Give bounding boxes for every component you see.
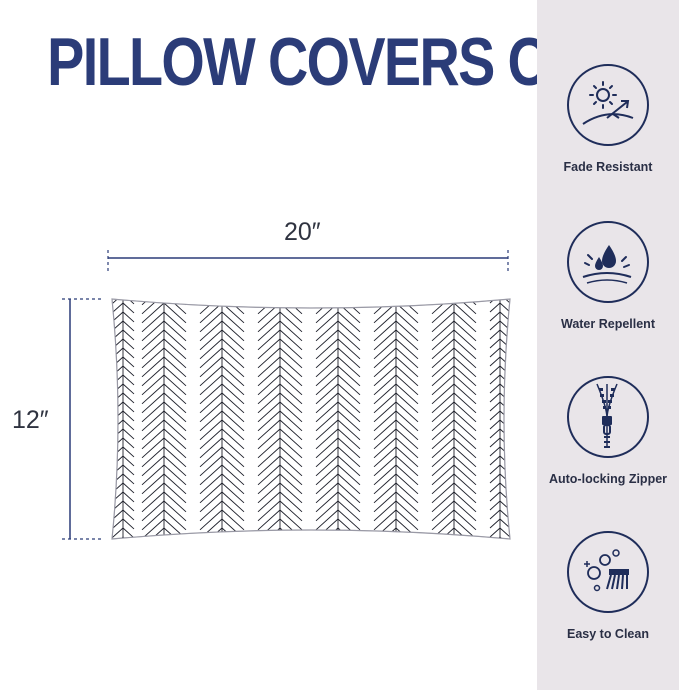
feature-auto-locking-zipper: Auto-locking Zipper: [537, 376, 679, 486]
feature-label: Easy to Clean: [567, 627, 649, 641]
sun-fade-icon: [567, 64, 649, 146]
feature-label: Water Repellent: [560, 317, 655, 331]
feature-label: Auto-locking Zipper: [548, 472, 668, 486]
width-dimension-label: 20″: [284, 218, 321, 246]
feature-water-repellent: Water Repellent: [537, 221, 679, 331]
zipper-icon: [567, 376, 649, 458]
height-dimension-line: [62, 298, 104, 540]
cleaning-brush-icon: [567, 531, 649, 613]
feature-easy-to-clean: Easy to Clean: [537, 531, 679, 641]
height-dimension-label: 12″: [12, 406, 49, 434]
water-drop-icon: [567, 221, 649, 303]
page-title: PILLOW COVERS ONLY: [47, 24, 652, 100]
feature-fade-resistant: Fade Resistant: [537, 64, 679, 174]
pillow-image: [106, 295, 516, 550]
width-dimension-line: [107, 250, 509, 272]
features-sidebar: Fade Resistant Water Repellent: [537, 0, 679, 690]
feature-label: Fade Resistant: [563, 160, 653, 174]
